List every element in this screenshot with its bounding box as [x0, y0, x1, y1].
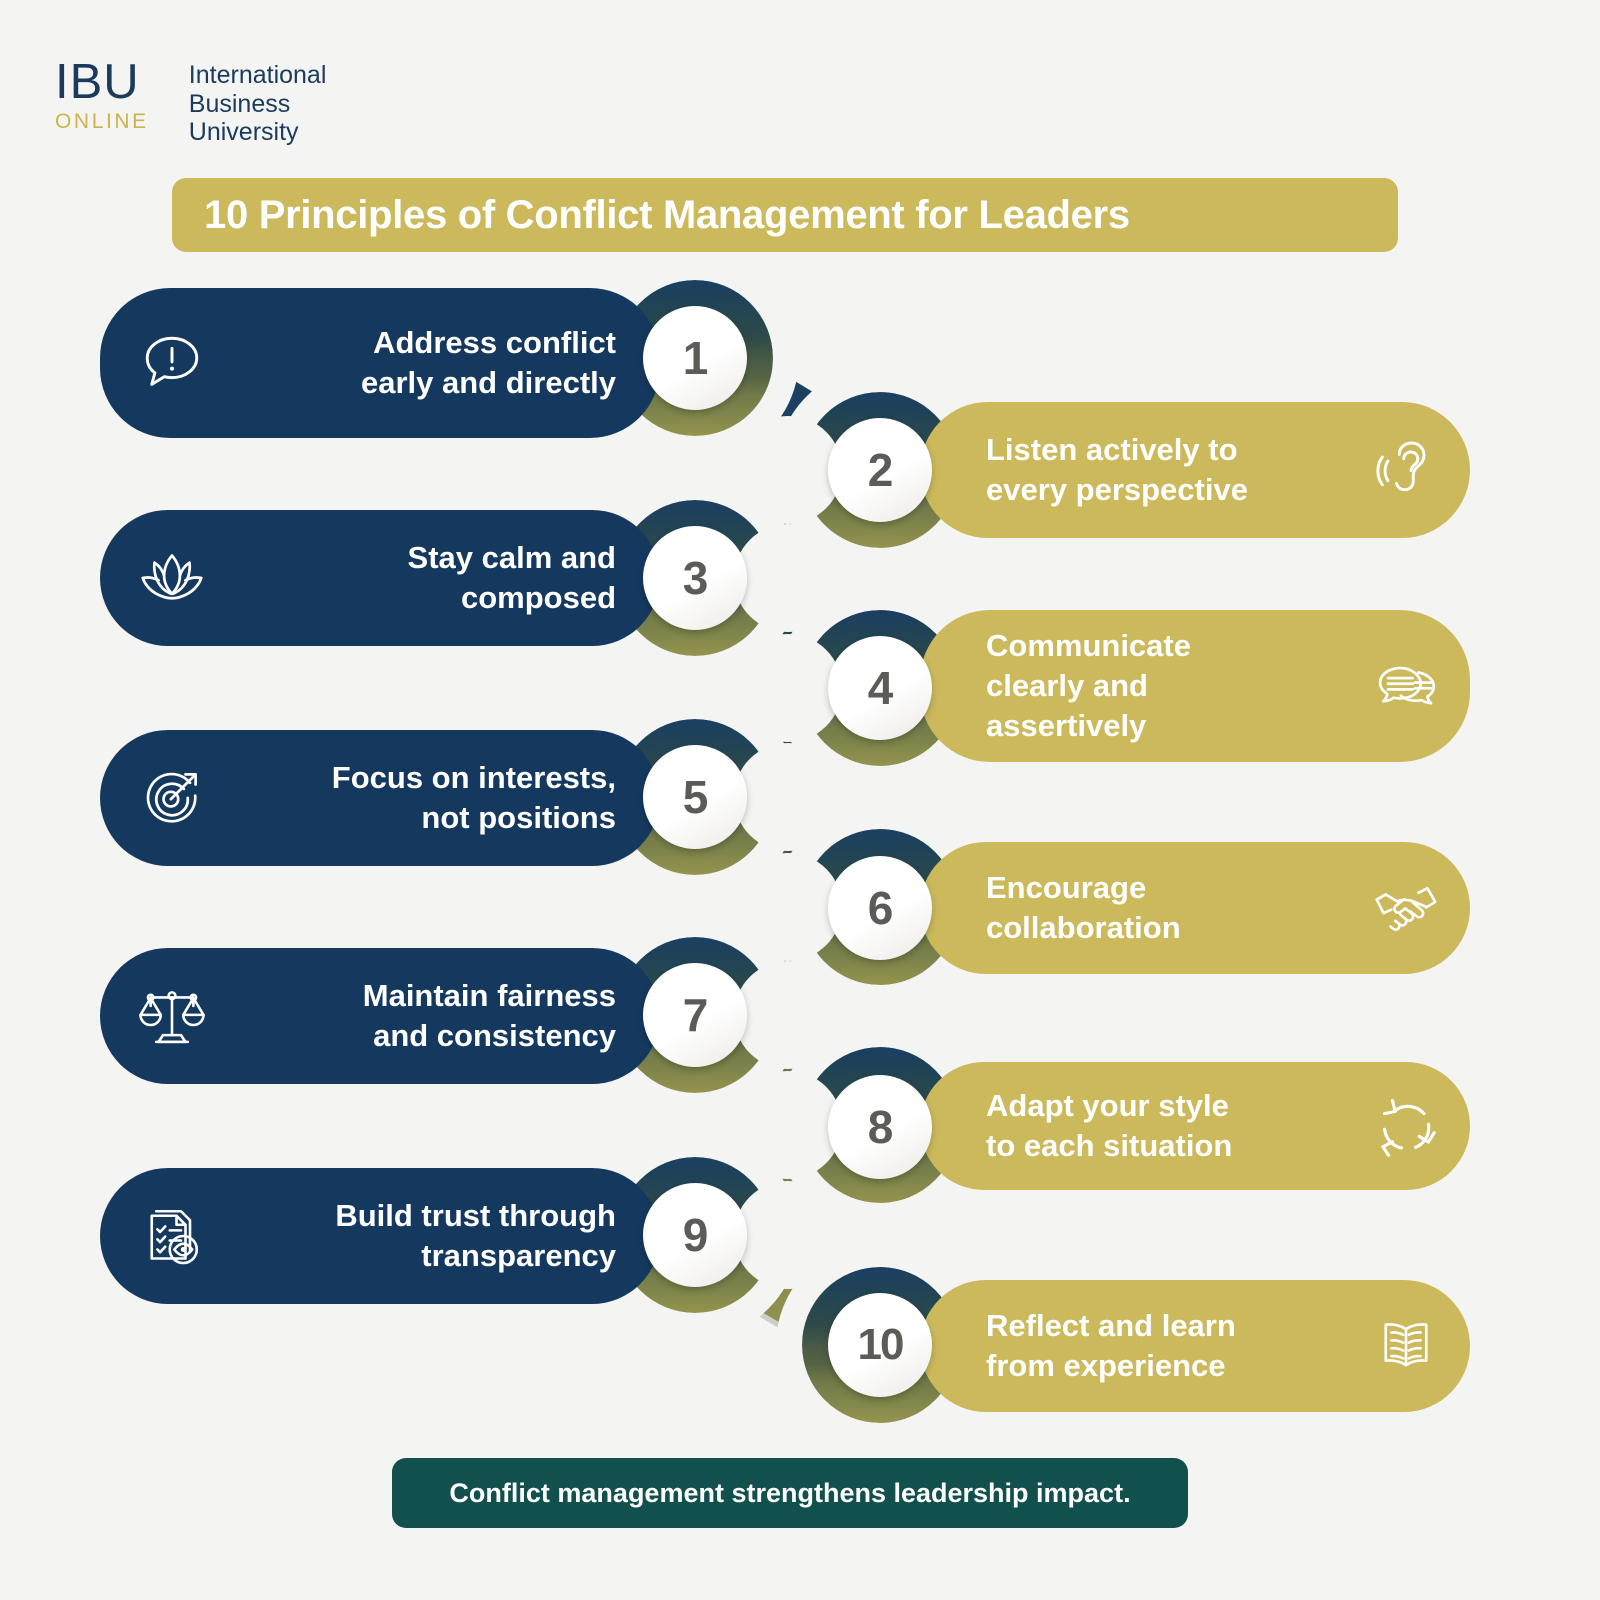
principle-line-9b: transparency [421, 1238, 616, 1273]
principle-text-9: Build trust through transparency [224, 1196, 616, 1277]
principle-badge-7[interactable]: 7 [643, 963, 747, 1067]
principle-line-5a: Focus on interests, [331, 759, 616, 795]
principle-number-10: 10 [857, 1320, 905, 1369]
handshake-icon [1368, 870, 1444, 946]
principle-pill-7[interactable]: Maintain fairness and consistency [100, 948, 660, 1084]
ear-listening-icon [1368, 432, 1444, 508]
logo-university-name: International Business University [189, 61, 327, 147]
principle-number-1: 1 [682, 332, 709, 384]
principle-text-10: Reflect and learn from experience [986, 1306, 1354, 1387]
principle-badge-4[interactable]: 4 [828, 636, 932, 740]
logo-mark: IBU ONLINE [55, 57, 149, 135]
logo-name-line-3: University [188, 118, 299, 146]
principle-line-3b: composed [460, 580, 616, 615]
circular-arrows-icon [1368, 1088, 1444, 1164]
principle-text-2: Listen actively to every perspective [986, 430, 1354, 511]
principles-chain: Address conflict early and directly 1 Li… [0, 270, 1600, 1430]
lotus-flower-icon [134, 540, 210, 616]
logo-name-line-1: International [188, 61, 327, 89]
principle-text-1: Address conflict early and directly [224, 323, 616, 404]
principle-badge-6[interactable]: 6 [828, 856, 932, 960]
target-arrow-icon [134, 760, 210, 836]
principle-line-5b: not positions [421, 800, 616, 835]
principle-line-1b: early and directly [360, 365, 616, 400]
two-speech-bubbles-icon [1368, 648, 1444, 724]
principle-pill-2[interactable]: Listen actively to every perspective [920, 402, 1470, 538]
principle-pill-1[interactable]: Address conflict early and directly [100, 288, 660, 438]
principle-line-8b: to each situation [986, 1128, 1233, 1163]
principle-badge-5[interactable]: 5 [643, 745, 747, 849]
principle-text-7: Maintain fairness and consistency [224, 976, 616, 1057]
principle-pill-3[interactable]: Stay calm and composed [100, 510, 660, 646]
principle-number-6: 6 [867, 882, 894, 934]
footer-banner: Conflict management strengthens leadersh… [392, 1458, 1188, 1528]
principle-line-4c: assertively [986, 708, 1147, 744]
footer-text: Conflict management strengthens leadersh… [449, 1477, 1131, 1508]
principle-line-10a: Reflect and learn [986, 1307, 1236, 1343]
principle-text-4: Communicate clearly and assertively [986, 626, 1354, 747]
checklist-eye-icon [134, 1198, 210, 1274]
principle-badge-2[interactable]: 2 [828, 418, 932, 522]
speech-bubble-alert-icon [134, 325, 210, 401]
balance-scales-icon [134, 978, 210, 1054]
logo-ibu-text: IBU [55, 55, 140, 109]
principle-line-3a: Stay calm and [407, 539, 616, 575]
principle-line-7b: and consistency [373, 1018, 616, 1053]
principle-line-9a: Build trust through [335, 1197, 616, 1233]
principle-number-8: 8 [867, 1101, 894, 1153]
principle-pill-10[interactable]: Reflect and learn from experience [920, 1280, 1470, 1412]
principle-badge-9[interactable]: 9 [643, 1183, 747, 1287]
open-book-icon [1368, 1308, 1444, 1384]
principle-number-4: 4 [867, 662, 894, 714]
principle-pill-8[interactable]: Adapt your style to each situation [920, 1062, 1470, 1190]
title-banner: 10 Principles of Conflict Management for… [172, 178, 1398, 252]
principle-line-1a: Address conflict [373, 324, 616, 360]
principle-badge-1[interactable]: 1 [643, 306, 747, 410]
principle-line-7a: Maintain fairness [362, 977, 616, 1013]
principle-line-6a: Encourage [986, 869, 1147, 905]
principle-line-10b: from experience [986, 1348, 1226, 1383]
principle-text-6: Encourage collaboration [986, 868, 1354, 949]
principle-number-2: 2 [867, 444, 894, 496]
brand-logo: IBU ONLINE International Business Univer… [55, 57, 326, 147]
principle-badge-8[interactable]: 8 [828, 1075, 932, 1179]
principle-line-8a: Adapt your style [986, 1087, 1229, 1123]
principle-number-7: 7 [682, 989, 709, 1041]
principle-text-8: Adapt your style to each situation [986, 1086, 1354, 1167]
logo-name-line-2: Business [188, 89, 291, 118]
principle-badge-10[interactable]: 10 [828, 1293, 932, 1397]
principle-number-5: 5 [682, 771, 709, 823]
principle-line-4a: Communicate [986, 627, 1191, 663]
principle-badge-3[interactable]: 3 [643, 526, 747, 630]
principle-number-9: 9 [682, 1209, 709, 1261]
principle-line-6b: collaboration [986, 910, 1181, 945]
principle-text-3: Stay calm and composed [224, 538, 616, 619]
principle-pill-4[interactable]: Communicate clearly and assertively [920, 610, 1470, 762]
principle-pill-9[interactable]: Build trust through transparency [100, 1168, 660, 1304]
principle-line-4b: clearly and [986, 667, 1148, 703]
principle-pill-6[interactable]: Encourage collaboration [920, 842, 1470, 974]
principle-text-5: Focus on interests, not positions [224, 758, 616, 839]
logo-online-text: ONLINE [55, 110, 149, 133]
principle-pill-5[interactable]: Focus on interests, not positions [100, 730, 660, 866]
page-title: 10 Principles of Conflict Management for… [204, 192, 1130, 237]
principle-number-3: 3 [682, 552, 709, 604]
principle-line-2b: every perspective [986, 472, 1248, 507]
principle-line-2a: Listen actively to [986, 431, 1238, 467]
